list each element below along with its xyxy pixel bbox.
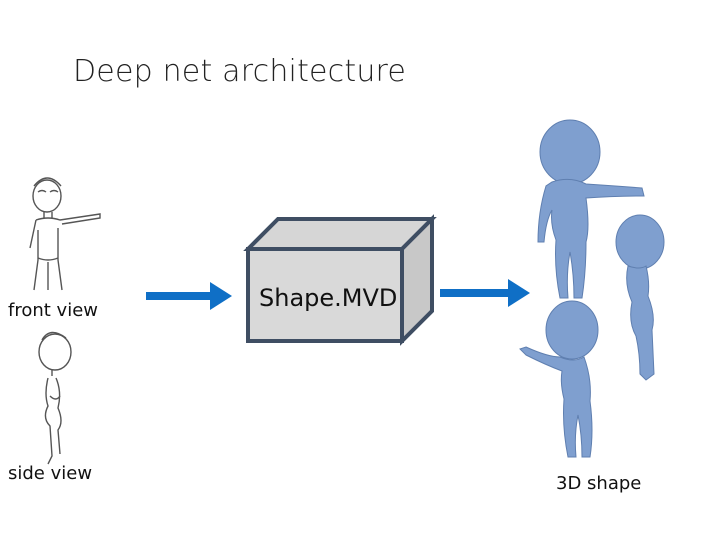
model-label: Shape.MVD [259,284,398,312]
3d-figure-icon [537,119,645,299]
sketch-front-icon [29,177,101,291]
side-view-label: side view [8,463,93,484]
3d-figure-icon [519,300,599,458]
output-label: 3D shape [556,473,642,494]
sketch-side-icon [38,331,72,465]
page-title: Deep net architecture [73,54,407,89]
model-box [243,214,437,346]
arrow-right-icon [440,279,530,307]
front-view-label: front view [8,300,98,321]
arrow-right-icon [146,282,232,310]
3d-figure-icon [615,214,665,381]
